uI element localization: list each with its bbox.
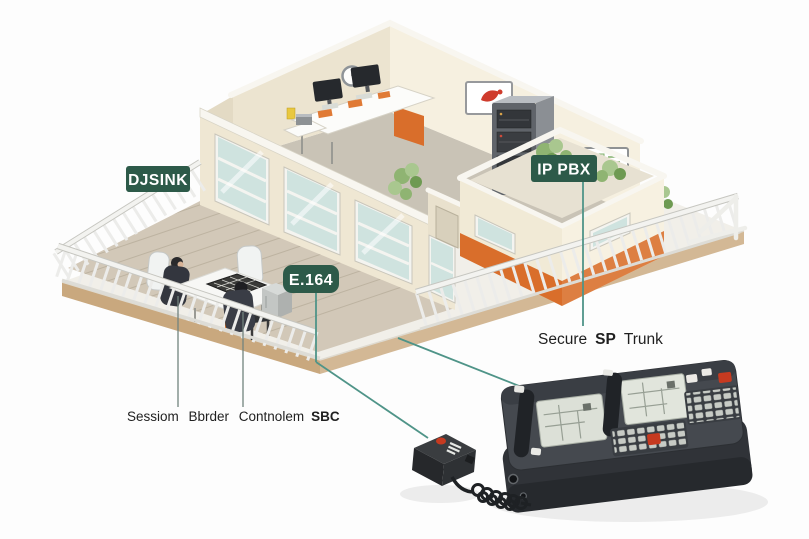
side-appliance bbox=[262, 283, 292, 318]
desk-phone bbox=[500, 360, 753, 513]
badge-e164: E.164 bbox=[283, 265, 339, 293]
keypad-right bbox=[684, 385, 742, 425]
phone-white-button-1 bbox=[686, 374, 698, 383]
yellow-sign bbox=[286, 107, 296, 120]
connector-to-sbc-device bbox=[315, 361, 429, 439]
orange-cabinet bbox=[394, 106, 424, 146]
partition-wall bbox=[425, 187, 471, 252]
office-desk bbox=[290, 64, 436, 164]
device-connector bbox=[464, 454, 475, 465]
phone-screen-right bbox=[619, 373, 690, 426]
leader-lines-sbc bbox=[177, 296, 244, 407]
badge-e164-label: E.164 bbox=[289, 272, 333, 289]
indoor-plant bbox=[388, 163, 422, 200]
label-session-border-controller: Sessiom Bbrder Contnolem SBC bbox=[127, 409, 340, 424]
handset-left bbox=[513, 385, 542, 458]
secure-trunk-suffix: Trunk bbox=[624, 331, 663, 348]
label-secure-sp-trunk: Secure SP Trunk bbox=[538, 331, 663, 348]
secure-trunk-prefix: Secure bbox=[538, 331, 587, 348]
badge-djsink: DJSINK bbox=[126, 166, 190, 192]
phone-screen-left bbox=[535, 393, 608, 448]
sbc-label-text: Sessiom Bbrder Contnolem bbox=[127, 409, 304, 424]
device-red-button bbox=[436, 437, 446, 445]
handset-cord bbox=[450, 476, 532, 511]
railing-end-frame bbox=[687, 193, 748, 245]
badge-ip-pbx: IP PBX bbox=[531, 155, 597, 182]
sbc-device bbox=[412, 434, 476, 486]
phone-port-1 bbox=[507, 473, 519, 485]
sbc-label-bold: SBC bbox=[311, 409, 340, 424]
phone-white-button-2 bbox=[701, 368, 712, 377]
interior-wall-left bbox=[233, 25, 390, 160]
badge-djsink-label: DJSINK bbox=[128, 172, 188, 189]
device-label bbox=[446, 441, 462, 455]
monitor-right bbox=[350, 64, 381, 93]
windows bbox=[214, 133, 456, 304]
walkway-railing bbox=[415, 192, 748, 331]
window-wall bbox=[199, 107, 456, 310]
badge-ip-pbx-label: IP PBX bbox=[537, 162, 591, 179]
slab-edge-left bbox=[62, 282, 320, 374]
terrace-meeting bbox=[146, 245, 294, 340]
secure-trunk-mid: SP bbox=[595, 331, 616, 348]
printer-table bbox=[282, 114, 328, 138]
phone-red-buttons bbox=[647, 371, 732, 446]
